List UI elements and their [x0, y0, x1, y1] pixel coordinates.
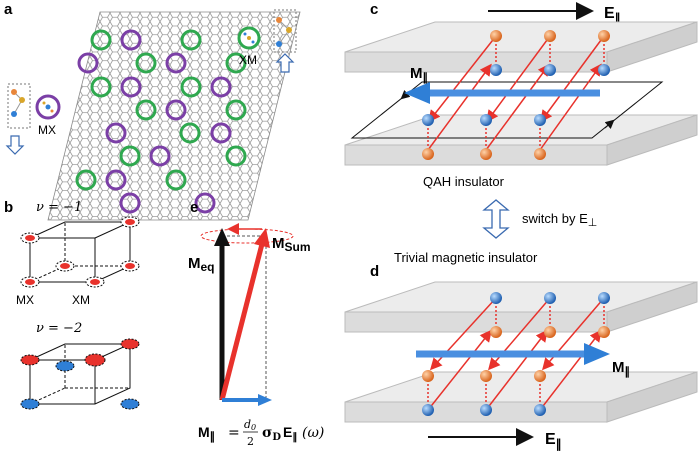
down-arrow-icon	[5, 135, 25, 155]
xm-site	[180, 29, 202, 51]
field-label-top: E∥	[604, 5, 621, 25]
mx-site	[77, 52, 99, 74]
svg-text:E∥: E∥	[283, 424, 297, 443]
svg-text:σD: σD	[262, 425, 281, 443]
valley-points-2	[20, 338, 140, 410]
xm-site	[90, 76, 112, 98]
mx-site	[149, 145, 171, 167]
mx-site	[119, 192, 141, 214]
valley-points-1	[20, 216, 140, 288]
magnetization-arrow-c	[404, 82, 600, 104]
panel-e-label: e	[190, 199, 198, 216]
slab-bottom-c	[344, 114, 698, 166]
moment-label-c: M∥	[410, 65, 428, 84]
mx-site	[194, 192, 216, 214]
field-label-bottom: E∥	[545, 431, 562, 451]
mx-site	[105, 169, 127, 191]
bz-xm-label: XM	[72, 293, 90, 307]
svg-text:=: =	[228, 425, 240, 441]
qah-caption: QAH insulator	[423, 174, 505, 189]
mx-site	[120, 76, 142, 98]
xm-site	[75, 169, 97, 191]
mx-site	[165, 99, 187, 121]
mx-legend-label: MX	[38, 123, 56, 137]
xm-site	[135, 99, 157, 121]
panel-b-label: b	[4, 199, 13, 216]
nu1-label: ν = −1	[36, 200, 82, 215]
panel-d-label: d	[370, 263, 379, 280]
moment-label-d: M∥	[612, 359, 630, 378]
spin-links-c	[427, 35, 605, 151]
brillouin-zone-1	[29, 221, 131, 283]
mx-legend: MX	[5, 83, 61, 155]
moire-lattice	[47, 11, 301, 221]
bz-mx-label: MX	[16, 293, 34, 307]
switch-arrow-icon	[482, 199, 510, 239]
mx-site	[105, 122, 127, 144]
xm-site	[225, 52, 247, 74]
svg-text:(ω): (ω)	[302, 425, 324, 441]
atoms-d	[422, 292, 610, 416]
mx-site	[210, 122, 232, 144]
panel-c-label: c	[370, 1, 378, 18]
mx-site	[210, 76, 232, 98]
brillouin-zone-2	[29, 343, 131, 405]
nu2-label: ν = −2	[36, 321, 82, 336]
svg-text:M∥: M∥	[198, 424, 215, 443]
atoms-c	[422, 30, 610, 160]
magnetization-arrow-d	[416, 343, 610, 365]
xm-site	[90, 29, 112, 51]
slab-top-c	[344, 21, 698, 73]
xm-legend-label: XM	[239, 53, 257, 67]
svg-text:d0: d0	[244, 418, 256, 432]
xm-site	[179, 122, 201, 144]
panel-d-title: Trivial magnetic insulator	[394, 250, 538, 265]
formula: M∥ = d0 2 σD E∥ (ω)	[198, 418, 324, 448]
xm-legend: XM	[237, 9, 297, 73]
panel-a-label: a	[4, 1, 13, 18]
msum-arrow	[219, 243, 265, 401]
svg-text:2: 2	[247, 435, 254, 448]
xm-site	[180, 76, 202, 98]
meq-label: Meq	[188, 255, 215, 274]
moire-sites	[75, 29, 247, 214]
moment-vector-diagram	[200, 223, 294, 406]
slab-bottom-d	[344, 371, 698, 423]
mx-site	[120, 29, 142, 51]
xm-site	[119, 145, 141, 167]
xm-site	[225, 145, 247, 167]
slab-top-d	[344, 281, 698, 333]
msum-label: MSum	[272, 235, 311, 254]
xm-site	[225, 99, 247, 121]
xm-site	[135, 52, 157, 74]
mx-site	[165, 52, 187, 74]
switch-label: switch by E⊥	[522, 211, 597, 229]
xm-site	[165, 169, 187, 191]
up-arrow-icon	[275, 53, 295, 73]
